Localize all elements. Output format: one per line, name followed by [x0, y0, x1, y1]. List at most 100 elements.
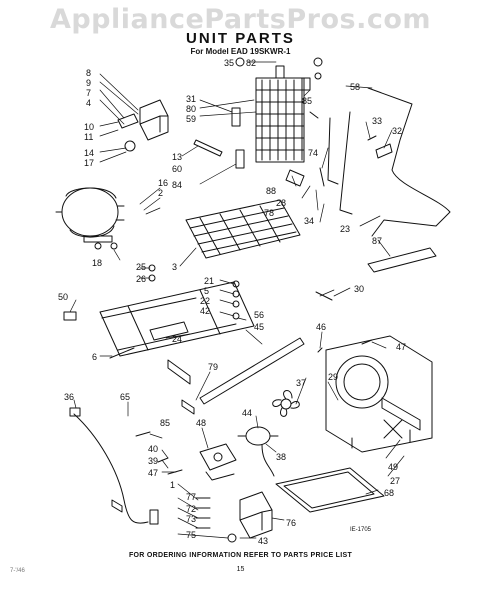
base-frame: [99, 281, 255, 385]
callout-label: 2: [158, 188, 163, 198]
part-82b: [313, 57, 323, 67]
callout-label: 30: [354, 284, 364, 294]
page-number: 15: [236, 566, 245, 573]
motor-bracket: [199, 443, 237, 481]
callout-label: 14: [84, 148, 94, 158]
callout-label: 26: [136, 274, 146, 284]
callout-label: 87: [372, 236, 382, 246]
callout-label: 44: [242, 408, 252, 418]
power-cord: [69, 407, 159, 525]
filter-drier: [193, 139, 223, 157]
callout-label: 59: [186, 114, 196, 124]
callout-label: 37: [296, 378, 306, 388]
fan-shroud: [325, 335, 433, 453]
callout-label: 45: [254, 322, 264, 332]
callout-label: 56: [254, 310, 264, 320]
callout-label: 39: [148, 456, 158, 466]
callout-label: 8: [86, 68, 91, 78]
fan-blade: [272, 390, 300, 417]
callout-label: 42: [200, 306, 210, 316]
callout-label: 84: [172, 180, 182, 190]
callout-label: 32: [392, 126, 402, 136]
callout-label: 68: [384, 488, 394, 498]
callout-label: 10: [84, 122, 94, 132]
tube-78: [309, 111, 319, 119]
callout-label: 46: [316, 322, 326, 332]
callout-label: 28: [276, 198, 286, 208]
callout-label: 31: [186, 94, 196, 104]
bracket-59: [231, 107, 241, 127]
corner-mark: 7-'/46: [10, 568, 25, 574]
fasteners-27: [351, 429, 411, 449]
callout-label: 35: [224, 58, 234, 68]
callout-label: 7: [86, 88, 91, 98]
fasteners-46-47: [317, 339, 373, 353]
callout-label: 1: [170, 480, 175, 490]
callout-label: 85: [160, 418, 170, 428]
callout-label: 82: [246, 58, 256, 68]
drain-pan: [275, 467, 385, 513]
relay-assembly: [117, 99, 169, 152]
diagram-title: UNIT PARTS: [186, 30, 295, 47]
callout-label: 58: [350, 82, 360, 92]
callout-label: 48: [196, 418, 206, 428]
knob-75: [227, 533, 237, 543]
condenser-coil: [255, 65, 305, 163]
callout-label: 34: [304, 216, 314, 226]
callout-label: 85: [302, 96, 312, 106]
ordering-note: FOR ORDERING INFORMATION REFER TO PARTS …: [128, 552, 353, 559]
mounting-rail-45: [199, 337, 305, 405]
screws-85-40: [135, 431, 169, 463]
callout-label: 9: [86, 78, 91, 88]
callout-label: 22: [200, 296, 210, 306]
callout-label: 65: [120, 392, 130, 402]
callout-label: 4: [86, 98, 91, 108]
defrost-timer: [239, 491, 273, 539]
fasteners-77-73: [195, 497, 211, 529]
tube-30: [315, 291, 333, 301]
evaporator-coil: [185, 199, 301, 259]
clip-50: [63, 311, 77, 321]
callout-label: 40: [148, 444, 158, 454]
drawing-code: IE-1705: [350, 527, 372, 533]
callout-label: 76: [286, 518, 296, 528]
callout-label: 25: [136, 262, 146, 272]
callout-label: 18: [92, 258, 102, 268]
callout-label: 27: [390, 476, 400, 486]
watermark: AppliancePartsPros.com: [49, 4, 432, 35]
callout-label: 79: [208, 362, 218, 372]
callout-label: 6: [92, 352, 97, 362]
callout-label: 33: [372, 116, 382, 126]
clip-84: [235, 149, 245, 169]
callout-label: 60: [172, 164, 182, 174]
fan-motor: [237, 426, 279, 477]
callout-label: 13: [172, 152, 182, 162]
valve-85: [301, 77, 311, 91]
diagram-subtitle: For Model EAD 19SKWR-1: [190, 47, 291, 56]
callout-label: 16: [158, 178, 168, 188]
callout-label: 78: [264, 208, 274, 218]
callout-label: 49: [388, 462, 398, 472]
sensor-74: [319, 167, 325, 187]
callout-labels: 35 82 85 58 31 80 59 8 9 7 4 10 11 14 17…: [58, 58, 406, 546]
callout-label: 29: [328, 372, 338, 382]
switch-32: [375, 143, 393, 159]
grommet-35: [235, 57, 245, 67]
callout-label: 5: [204, 286, 209, 296]
callout-label: 23: [340, 224, 350, 234]
callout-label: 74: [308, 148, 318, 158]
grommet-18: [110, 242, 118, 250]
callout-label: 36: [64, 392, 74, 402]
callout-label: 47: [396, 342, 406, 352]
callout-label: 72: [186, 504, 196, 514]
callout-label: 3: [172, 262, 177, 272]
refrigerant-tubing: [327, 87, 451, 237]
callout-label: 47: [148, 468, 158, 478]
callout-label: 75: [186, 530, 196, 540]
callout-label: 77: [186, 492, 196, 502]
clamp-6: [109, 347, 135, 359]
callout-label: 38: [276, 452, 286, 462]
part-88: [285, 169, 305, 187]
